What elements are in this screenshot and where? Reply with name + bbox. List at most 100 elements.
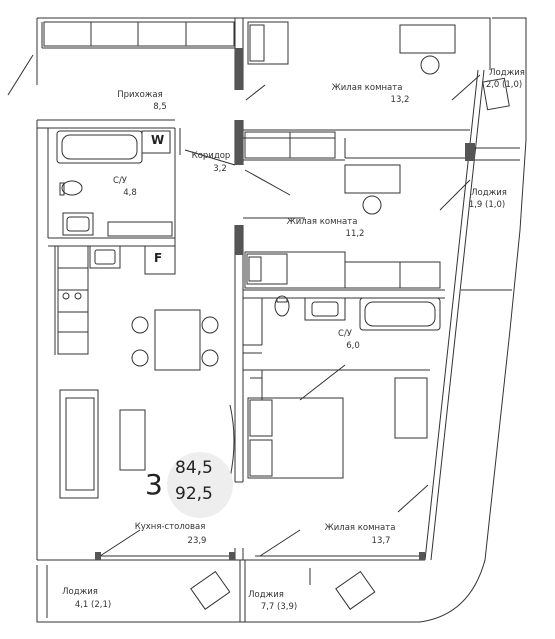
kitchen-counter xyxy=(58,267,88,333)
toilet xyxy=(274,295,290,317)
room-label: Жилая комната xyxy=(324,523,396,533)
fridge-mark: F xyxy=(154,251,163,265)
room-area: 4,8 xyxy=(123,188,137,198)
room-area: 2,0 (1,0) xyxy=(485,80,523,90)
bed xyxy=(247,21,289,65)
kitchen-sink-bowl xyxy=(94,249,116,265)
door-swing xyxy=(7,54,34,96)
shower xyxy=(359,297,441,331)
room-area: 4,1 (2,1) xyxy=(74,600,112,610)
room-area: 8,5 xyxy=(153,102,167,112)
room-area: 3,2 xyxy=(213,164,227,174)
door-swing xyxy=(245,84,266,101)
door-swing xyxy=(439,179,471,211)
wall-fill xyxy=(419,552,425,560)
room-area: 11,2 xyxy=(345,229,365,239)
bed xyxy=(247,397,344,479)
tv-stand xyxy=(229,404,235,479)
door-swing xyxy=(451,74,481,101)
wall-fill xyxy=(235,120,243,165)
room-label: Лоджия xyxy=(248,590,284,600)
room-label: С/У xyxy=(113,176,127,186)
room-count: 3 xyxy=(145,468,163,501)
sofa-seat xyxy=(65,397,95,491)
room-label: Прихожая xyxy=(117,90,163,100)
washer-box xyxy=(141,130,171,154)
room-label: Лоджия xyxy=(489,68,525,78)
wardrobe xyxy=(344,261,441,289)
desk xyxy=(344,164,401,194)
room-area: 7,7 (3,9) xyxy=(260,602,298,612)
pillow xyxy=(249,439,273,477)
chair xyxy=(362,195,382,215)
room-area: 6,0 xyxy=(346,341,360,351)
desk xyxy=(399,24,456,54)
room-label: Жилая комната xyxy=(331,83,403,93)
chair xyxy=(201,316,219,334)
sofa xyxy=(59,389,99,499)
door-swing xyxy=(397,484,429,513)
living-area: 84,5 xyxy=(175,458,213,478)
room-label: Коридор xyxy=(191,151,231,161)
wall-fill xyxy=(235,225,243,255)
desk xyxy=(394,377,428,439)
door-swing xyxy=(244,169,291,196)
chair xyxy=(190,570,231,610)
pillow xyxy=(248,256,262,282)
fridge-box xyxy=(144,245,176,275)
wall-fill xyxy=(229,552,235,560)
chair xyxy=(482,77,510,111)
room-area: 13,2 xyxy=(390,95,410,105)
chair xyxy=(131,349,149,367)
door-swing xyxy=(99,529,141,557)
outer-wall xyxy=(430,69,485,561)
cooktop xyxy=(74,292,82,300)
interior-wall xyxy=(243,369,263,400)
room-label: Лоджия xyxy=(471,188,507,198)
wall-block xyxy=(107,221,173,237)
wardrobe xyxy=(43,21,235,47)
dining-table xyxy=(154,309,201,371)
pillow xyxy=(249,399,273,437)
sink xyxy=(62,212,94,236)
room-area: 23,9 xyxy=(187,536,207,546)
room-area: 13,7 xyxy=(371,536,391,546)
bathtub xyxy=(56,130,143,164)
toilet-tank xyxy=(276,297,288,303)
wall-fill xyxy=(95,552,101,560)
cooktop xyxy=(62,292,70,300)
door-swing xyxy=(259,529,301,557)
door-swing xyxy=(299,364,346,401)
total-area: 92,5 xyxy=(175,484,213,504)
room-label: С/У xyxy=(338,329,352,339)
room-label: Кухня-столовая xyxy=(134,522,206,532)
loggia-outline xyxy=(36,17,527,623)
chair xyxy=(131,316,149,334)
kitchen-sink xyxy=(89,245,121,269)
room-area: 1,9 (1,0) xyxy=(468,200,506,210)
sink-bowl xyxy=(311,301,339,317)
door-swing xyxy=(184,149,236,166)
area-badge xyxy=(167,452,233,518)
bathtub-inner xyxy=(61,134,138,160)
wall-fill xyxy=(465,143,475,161)
chair xyxy=(335,570,376,610)
bed xyxy=(246,253,288,285)
coffee-table xyxy=(119,409,146,471)
washer-mark: W xyxy=(151,133,165,147)
sink-bowl xyxy=(66,216,90,232)
toilet-tank xyxy=(59,182,65,196)
chair xyxy=(201,349,219,367)
sink xyxy=(304,297,346,321)
pillow xyxy=(249,24,265,62)
kitchen-counter xyxy=(57,245,89,355)
room-label: Лоджия xyxy=(62,587,98,597)
wall-fill xyxy=(235,48,243,90)
wardrobe-line xyxy=(90,22,187,46)
chair xyxy=(420,55,440,75)
room-label: Жилая комната xyxy=(286,217,358,227)
shower-inner xyxy=(364,301,436,327)
toilet xyxy=(61,180,83,196)
interior-wall xyxy=(234,548,244,561)
